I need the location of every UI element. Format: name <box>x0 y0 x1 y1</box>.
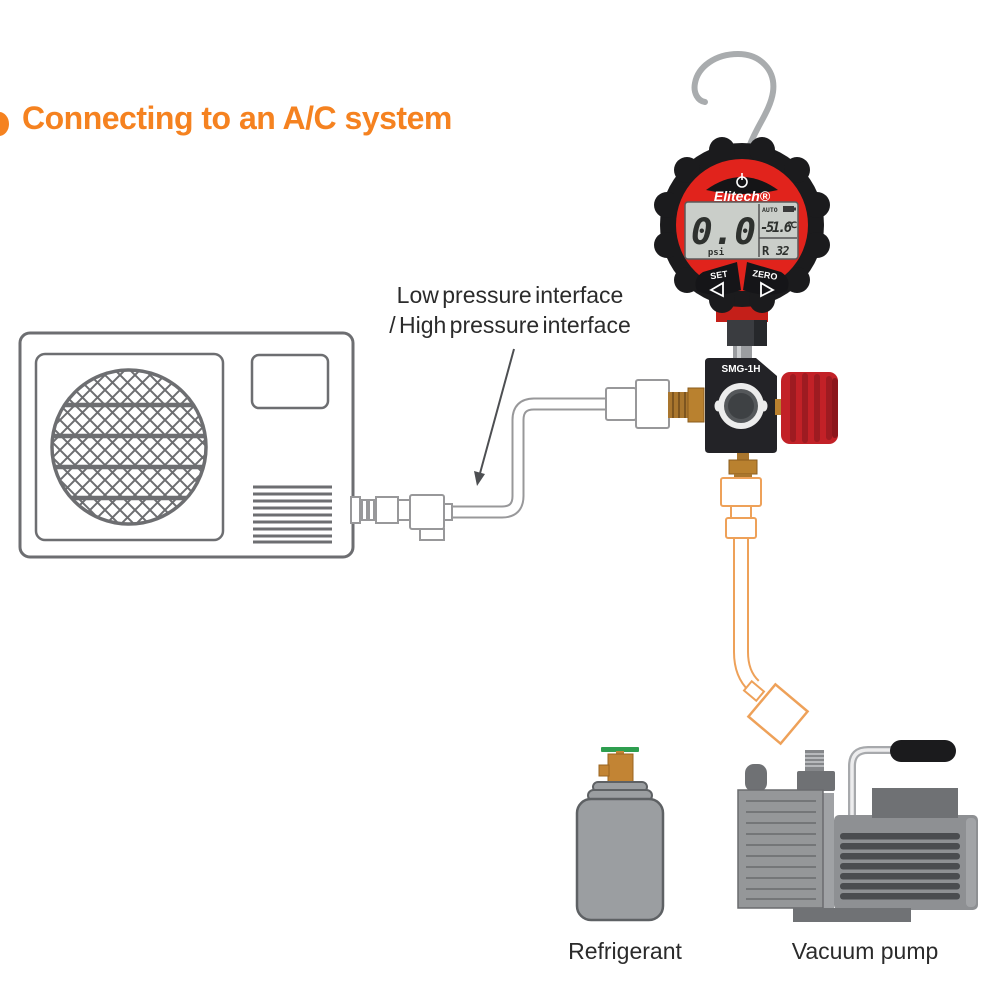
can-valve-body <box>607 753 634 783</box>
pump-fins <box>746 800 816 900</box>
pump-seam <box>823 793 834 908</box>
pressure-gauge: Elitech® 0.0 psi AUTO -51.6 ℃ R 32 <box>654 137 830 313</box>
can-body <box>575 797 665 922</box>
handle-tube-highlight <box>850 748 900 816</box>
left-port-brass <box>668 387 705 423</box>
lcd-mode: AUTO <box>762 206 778 214</box>
lcd-unit: psi <box>708 247 725 258</box>
gauge-stem-shadow <box>754 320 767 346</box>
stem-nipple-highlight <box>737 346 741 360</box>
left-arrow-icon <box>709 281 724 298</box>
sight-glass <box>714 383 768 429</box>
bottom-port-brass <box>728 453 758 480</box>
can-valve-cap <box>601 747 639 752</box>
power-button <box>706 173 778 194</box>
manifold-side-connector <box>605 379 670 429</box>
callout-line-1: Low pressure interface <box>396 282 624 308</box>
hanging-hook <box>691 50 777 153</box>
pump-top-block <box>872 788 958 818</box>
pump-louvers <box>840 833 960 900</box>
hose-end-neck <box>742 679 766 703</box>
ac-unit <box>18 331 355 559</box>
brand-logo: Elitech® <box>714 188 771 204</box>
pump-end-cap <box>966 818 976 907</box>
stem-nipple <box>733 346 752 360</box>
right-arrow-icon <box>760 281 775 298</box>
lcd-temperature: -51.6 <box>760 220 792 236</box>
hose-end-connector <box>746 682 810 746</box>
fan-grille <box>50 368 208 526</box>
zero-label: ZERO <box>752 268 778 282</box>
handle-grip <box>890 740 956 762</box>
zero-button: ZERO <box>743 262 789 298</box>
callout-line-2: / High pressure interface <box>389 312 631 338</box>
can-valve-side <box>598 764 610 777</box>
vacuum-hose-connectors <box>720 477 762 539</box>
lcd-refrigerant-prefix: R <box>762 244 770 258</box>
vacuum-pump <box>737 740 978 922</box>
lcd-refrigerant-code: 32 <box>775 244 789 258</box>
pump-base <box>793 908 911 922</box>
lcd-display: 0.0 psi AUTO -51.6 ℃ R 32 <box>684 201 799 260</box>
leader-arrow <box>474 348 515 486</box>
battery-icon <box>783 206 796 212</box>
pump-intake-fitting <box>797 750 835 791</box>
ac-side-fitting <box>350 494 453 541</box>
page-title: Connecting to an A/C system <box>22 100 452 136</box>
red-knob <box>775 372 838 444</box>
set-button: SET <box>695 262 741 298</box>
hose-outline <box>452 397 612 519</box>
hose-tube <box>452 399 612 517</box>
pressure-hose <box>350 379 670 541</box>
ac-unit-label-plate <box>250 353 330 410</box>
power-icon <box>736 173 748 188</box>
pump-knob <box>745 764 767 792</box>
lcd-pressure-value: 0.0 <box>691 212 756 253</box>
model-label: SMG-1H <box>722 364 761 375</box>
lcd-temperature-unit: ℃ <box>787 220 797 231</box>
pump-fin-body <box>737 789 824 909</box>
refrigerant-can <box>575 747 665 922</box>
ac-unit-vent <box>253 485 332 544</box>
vacuum-pump-caption: Vacuum pump <box>791 938 939 964</box>
refrigerant-caption: Refrigerant <box>568 938 682 964</box>
vacuum-hose <box>720 477 810 746</box>
interface-callout: Low pressure interface / High pressure i… <box>380 280 640 340</box>
set-label: SET <box>710 269 729 282</box>
manifold-assembly: SMG-1H <box>668 294 838 480</box>
title-bullet <box>0 112 9 136</box>
